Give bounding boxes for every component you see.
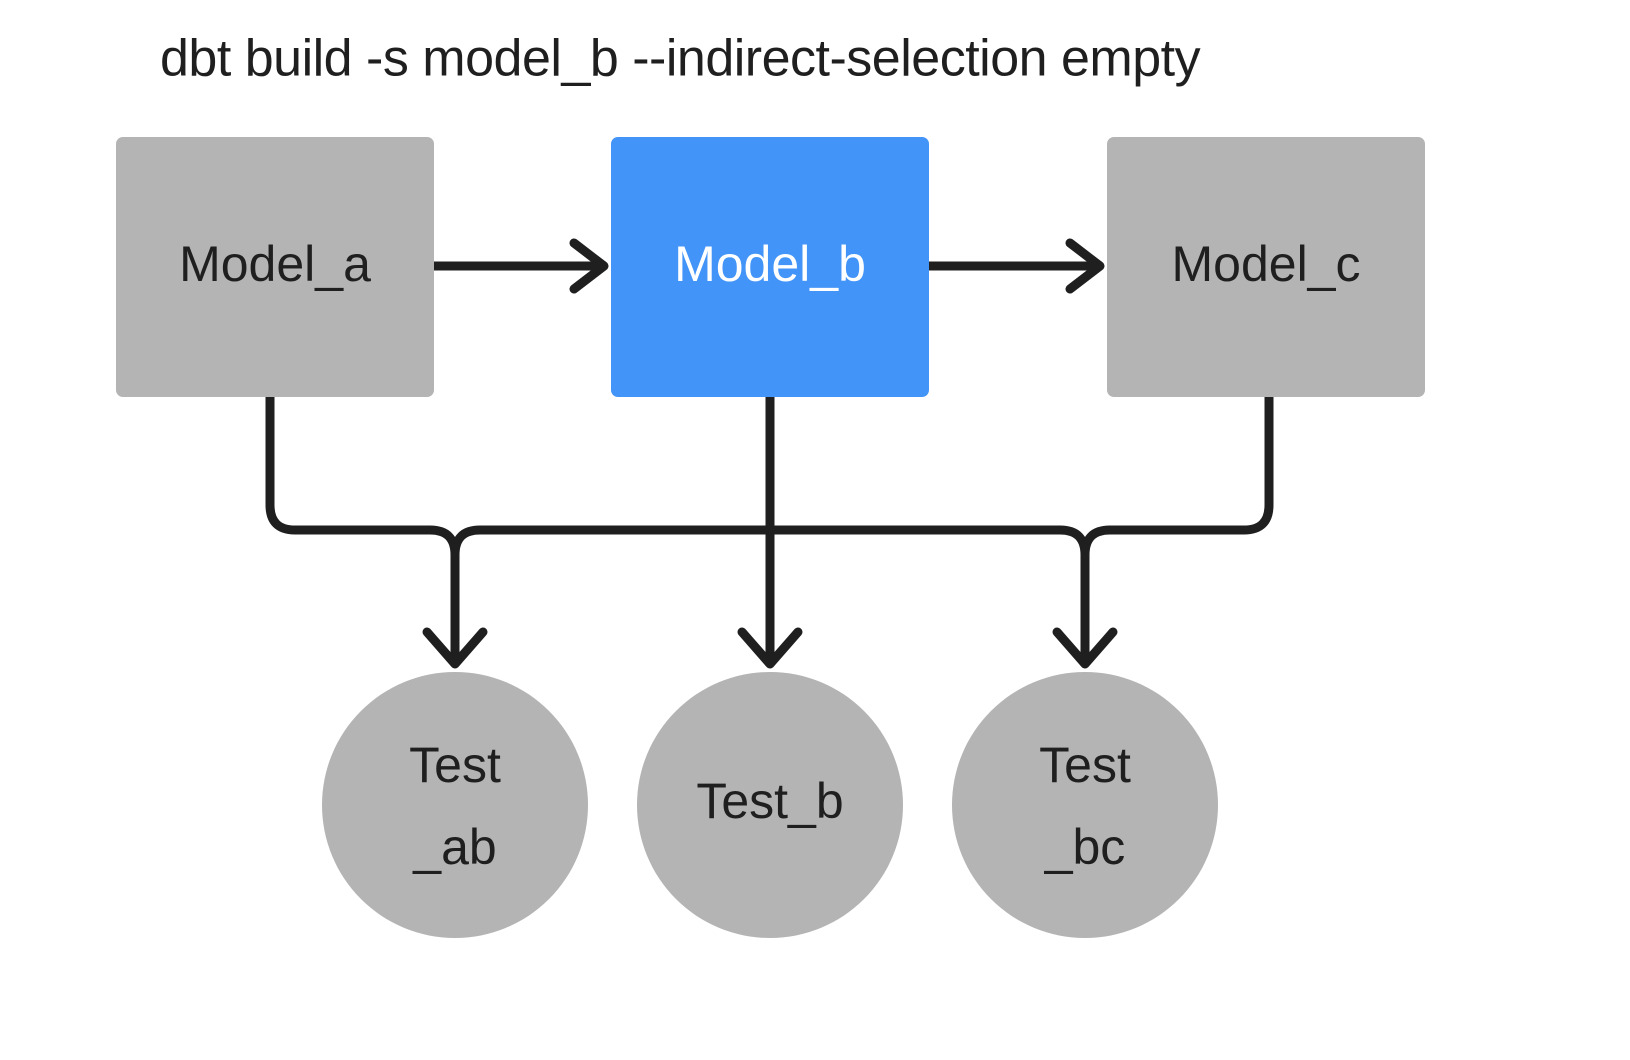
edge-line xyxy=(450,525,775,560)
node-model-b[interactable]: Model_b xyxy=(611,137,929,397)
node-test-bc[interactable]: Test _bc xyxy=(952,672,1218,938)
arrow-head-icon xyxy=(1065,238,1105,294)
edge-line xyxy=(1080,392,1274,560)
node-label: Model_b xyxy=(674,236,866,292)
node-label-line-1: Test xyxy=(409,737,501,793)
arrow-head-icon xyxy=(737,627,803,669)
edge-model-b-to-model-c xyxy=(924,238,1105,294)
node-label-line-2: _ab xyxy=(412,819,496,875)
arrow-head-icon xyxy=(569,238,609,294)
node-test-b[interactable]: Test_b xyxy=(637,672,903,938)
drop-leg-test-bc xyxy=(1052,543,1118,669)
edge-model-a-to-model-b xyxy=(429,238,609,294)
edge-model-a-to-test-ab xyxy=(265,392,460,560)
edge-line xyxy=(765,525,1090,560)
edge-model-b-to-test-ab xyxy=(450,525,775,560)
node-model-a[interactable]: Model_a xyxy=(116,137,434,397)
node-shape-rect[interactable] xyxy=(611,137,929,397)
node-label: Model_a xyxy=(179,236,371,292)
edge-model-b-to-test-bc xyxy=(765,525,1090,560)
node-label: Model_c xyxy=(1172,236,1361,292)
node-label-line-2: _bc xyxy=(1044,819,1126,875)
node-shape-rect[interactable] xyxy=(116,137,434,397)
arrow-head-icon xyxy=(422,627,488,669)
arrow-head-icon xyxy=(1052,627,1118,669)
node-shape-circle[interactable] xyxy=(637,672,903,938)
node-label-line-1: Test xyxy=(1039,737,1131,793)
node-shape-circle[interactable] xyxy=(952,672,1218,938)
node-shape-rect[interactable] xyxy=(1107,137,1425,397)
edge-model-c-to-test-bc xyxy=(1080,392,1274,560)
node-test-ab[interactable]: Test _ab xyxy=(322,672,588,938)
edge-line xyxy=(265,392,460,560)
node-label-line-1: Test_b xyxy=(696,773,843,829)
node-model-c[interactable]: Model_c xyxy=(1107,137,1425,397)
drop-leg-test-ab xyxy=(422,543,488,669)
diagram-title: dbt build -s model_b --indirect-selectio… xyxy=(160,30,1201,88)
node-shape-circle[interactable] xyxy=(322,672,588,938)
